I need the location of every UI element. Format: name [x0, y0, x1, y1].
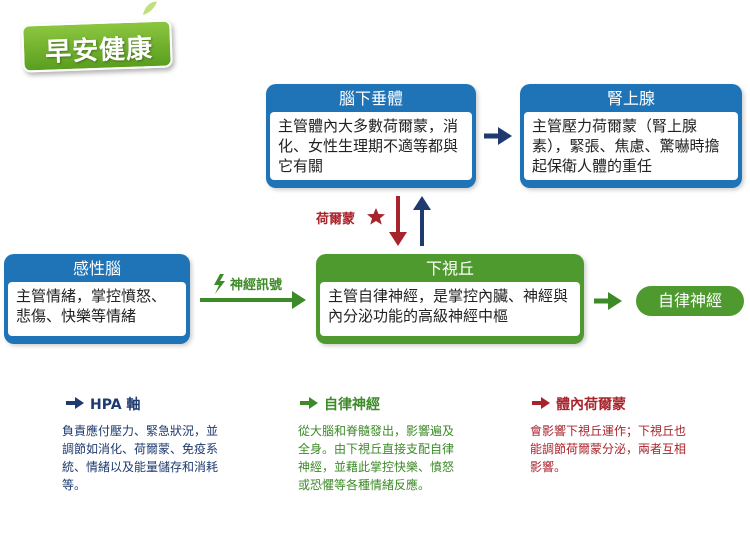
arrow-limbic-to-hypothalamus [200, 291, 306, 309]
adrenal-body: 主管壓力荷爾蒙（腎上腺素），緊張、焦慮、驚嚇時擔起保衛人體的重任 [524, 112, 738, 180]
leaf-icon [141, 0, 159, 18]
section-arrow-icon-2 [300, 397, 318, 409]
hypothalamus-body: 主管自律神經，是掌控內臟、神經與內分泌功能的高級神經中樞 [320, 282, 580, 336]
limbic-body: 主管情緒，掌控憤怒、悲傷、快樂等情緒 [8, 282, 186, 336]
limbic-title: 感性腦 [72, 259, 121, 278]
arrow-hypothalamus-to-pituitary [413, 196, 431, 246]
pituitary-box: 腦下垂體 主管體內大多數荷爾蒙，消化、女性生理期不適等都與它有關 [266, 84, 476, 188]
section-hpa-title: HPA 軸 [90, 397, 141, 413]
hypothalamus-title: 下視丘 [425, 259, 474, 278]
section-autonomic-body: 從大腦和脊髓發出，影響遍及全身。由下視丘直接支配自律神經，並藉此掌控快樂、憤怒或… [298, 424, 455, 492]
star-icon [367, 208, 385, 225]
adrenal-title: 腎上腺 [606, 89, 655, 108]
section-autonomic-title: 自律神經 [324, 397, 380, 413]
logo: 早安健康 [14, 0, 174, 74]
section-hormone-title: 體內荷爾蒙 [556, 397, 626, 413]
nerve-signal-label: 神經訊號 [230, 278, 283, 293]
pituitary-body: 主管體內大多數荷爾蒙，消化、女性生理期不適等都與它有關 [270, 112, 472, 180]
arrow-hypothalamus-to-autonomic [594, 292, 622, 310]
hormone-label: 荷爾蒙 [316, 212, 356, 227]
lightning-icon [214, 274, 225, 294]
limbic-box: 感性腦 主管情緒，掌控憤怒、悲傷、快樂等情緒 [4, 254, 190, 344]
adrenal-box: 腎上腺 主管壓力荷爾蒙（腎上腺素），緊張、焦慮、驚嚇時擔起保衛人體的重任 [520, 84, 742, 188]
arrow-pituitary-to-adrenal [484, 127, 512, 145]
section-arrow-icon-3 [532, 397, 550, 409]
arrow-pituitary-to-hypothalamus [389, 196, 407, 246]
pituitary-title: 腦下垂體 [338, 89, 403, 108]
hypothalamus-box: 下視丘 主管自律神經，是掌控內臟、神經與內分泌功能的高級神經中樞 [316, 254, 584, 344]
section-hormone-body: 會影響下視丘運作；下視丘也能調節荷爾蒙分泌，兩者互相影響。 [530, 424, 687, 474]
section-hpa-body: 負責應付壓力、緊急狀況，並調節如消化、荷爾蒙、免疫系統、情緒以及能量儲存和消耗等… [62, 424, 219, 492]
autonomic-nerve-node: 自律神經 [636, 286, 744, 316]
section-arrow-icon-1 [66, 397, 84, 409]
